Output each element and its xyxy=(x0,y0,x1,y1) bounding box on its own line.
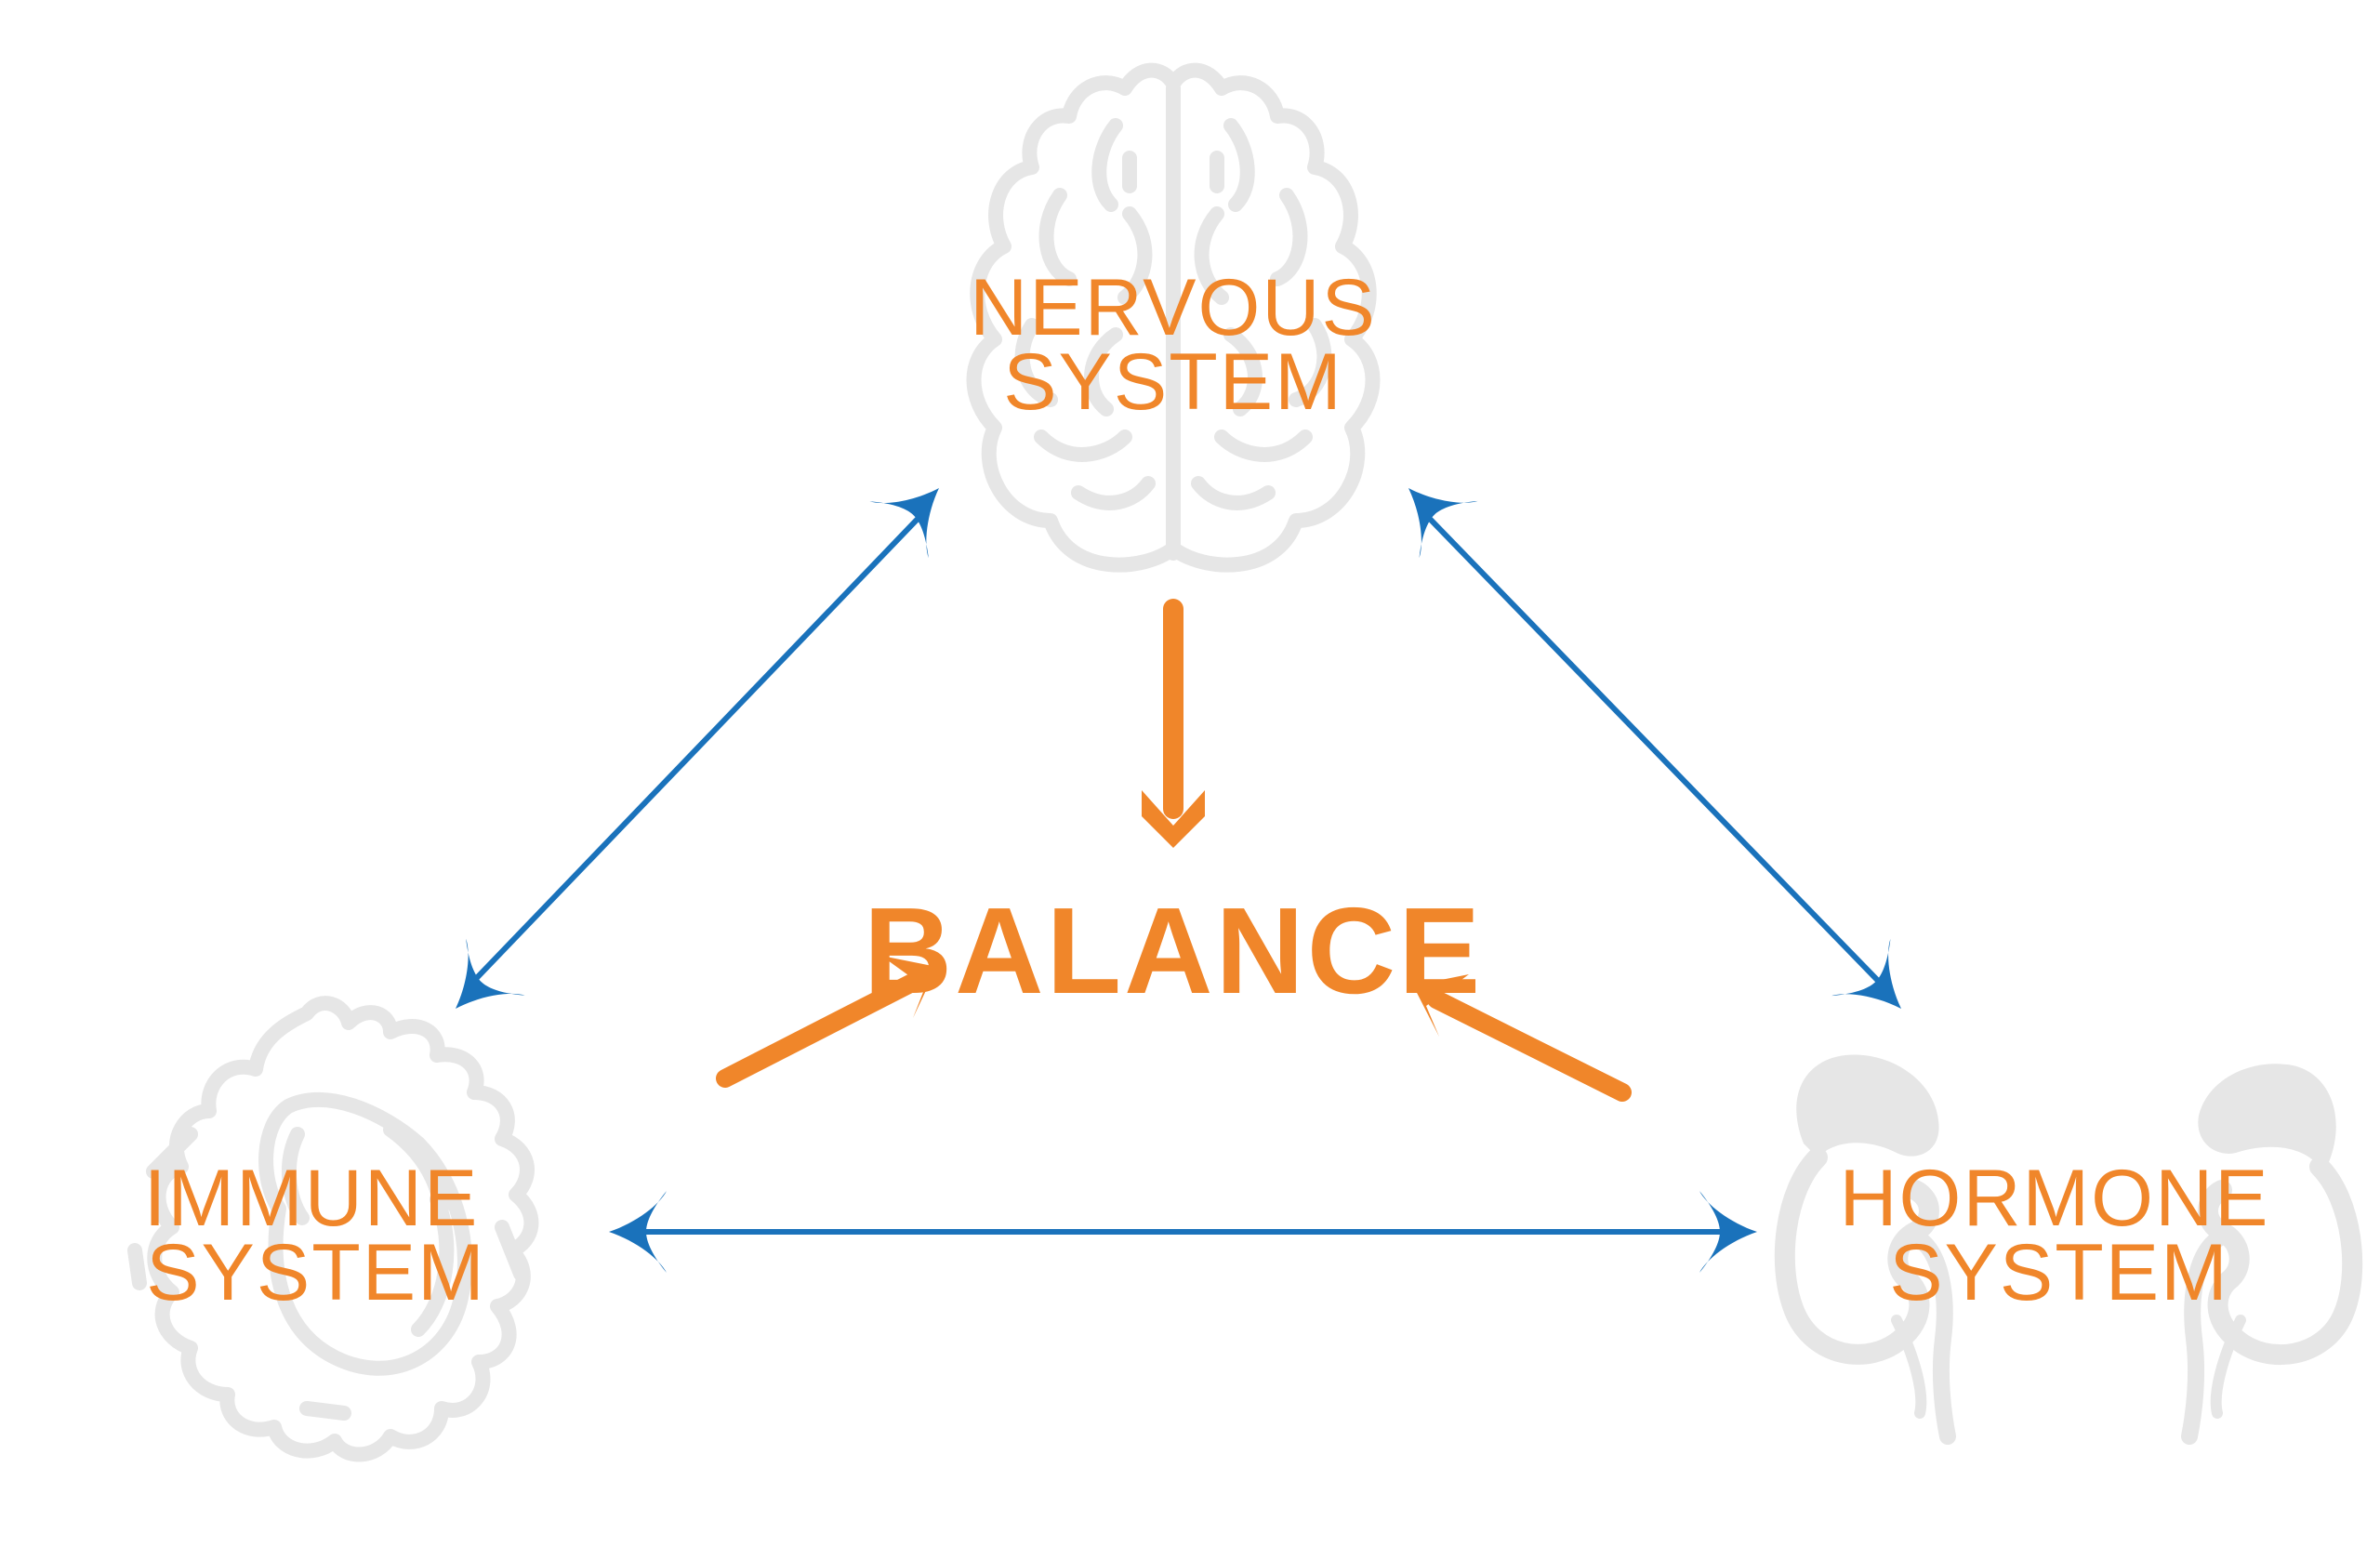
kidneys-icon xyxy=(1774,1054,2363,1445)
node-hormone: HORMONE SYSTEM xyxy=(1839,1154,2269,1317)
center-label: BALANCE xyxy=(864,882,1483,1019)
node-hormone-line2: SYSTEM xyxy=(1889,1228,2229,1317)
arrow-hormone-to-balance xyxy=(1413,974,1632,1102)
node-nervous-line1: NERVOUS xyxy=(970,263,1377,352)
arrow-immune-to-balance xyxy=(716,956,937,1088)
node-immune-line2: SYSTEM xyxy=(146,1228,486,1317)
node-immune: IMMUNE SYSTEM xyxy=(144,1154,486,1317)
node-nervous-line2: SYSTEM xyxy=(1003,337,1343,427)
node-immune-line1: IMMUNE xyxy=(144,1154,480,1243)
node-nervous: NERVOUS SYSTEM xyxy=(970,263,1377,427)
link-nervous-hormone xyxy=(1379,459,1931,1038)
link-immune-hormone xyxy=(609,1191,1757,1273)
node-hormone-line1: HORMONE xyxy=(1839,1154,2269,1243)
link-nervous-immune xyxy=(426,459,969,1038)
brain-icon xyxy=(966,62,1381,573)
arrow-nervous-to-balance xyxy=(1142,599,1205,848)
immune-cell-icon xyxy=(127,996,539,1462)
